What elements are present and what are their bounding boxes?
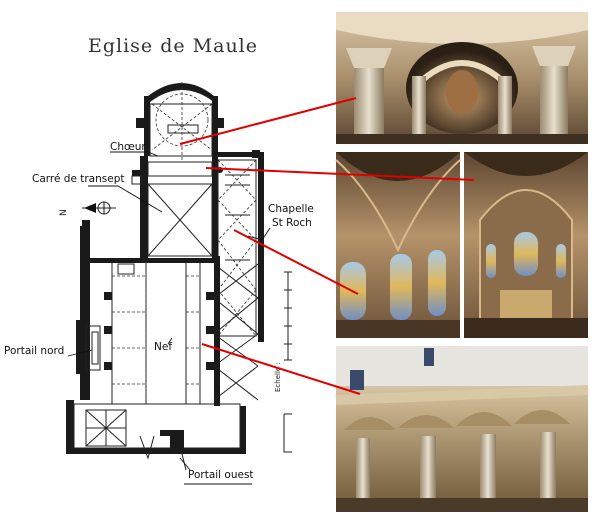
- label-carre-transept: Carré de transept: [32, 173, 124, 185]
- label-portail-ouest: Portail ouest: [188, 469, 254, 481]
- label-chapelle: Chapelle: [268, 203, 314, 215]
- scale-label: Echelle :: [274, 362, 282, 392]
- choir-photo: [464, 152, 588, 338]
- floor-plan: Echelle : N: [59, 82, 292, 471]
- north-label: N: [59, 209, 69, 216]
- label-portail-nord: Portail nord: [4, 345, 64, 357]
- label-choeur: Chœur: [110, 141, 146, 153]
- label-nef: Nef: [154, 341, 172, 353]
- nave-photo: [335, 346, 589, 512]
- chapel-photo: [335, 152, 461, 338]
- plan-title: Eglise de Maule: [88, 35, 258, 57]
- crypt-photo: [336, 12, 588, 144]
- north-arrow-icon: N: [59, 201, 116, 216]
- pointer-lines: [179, 97, 475, 395]
- label-st-roch: St Roch: [272, 217, 312, 229]
